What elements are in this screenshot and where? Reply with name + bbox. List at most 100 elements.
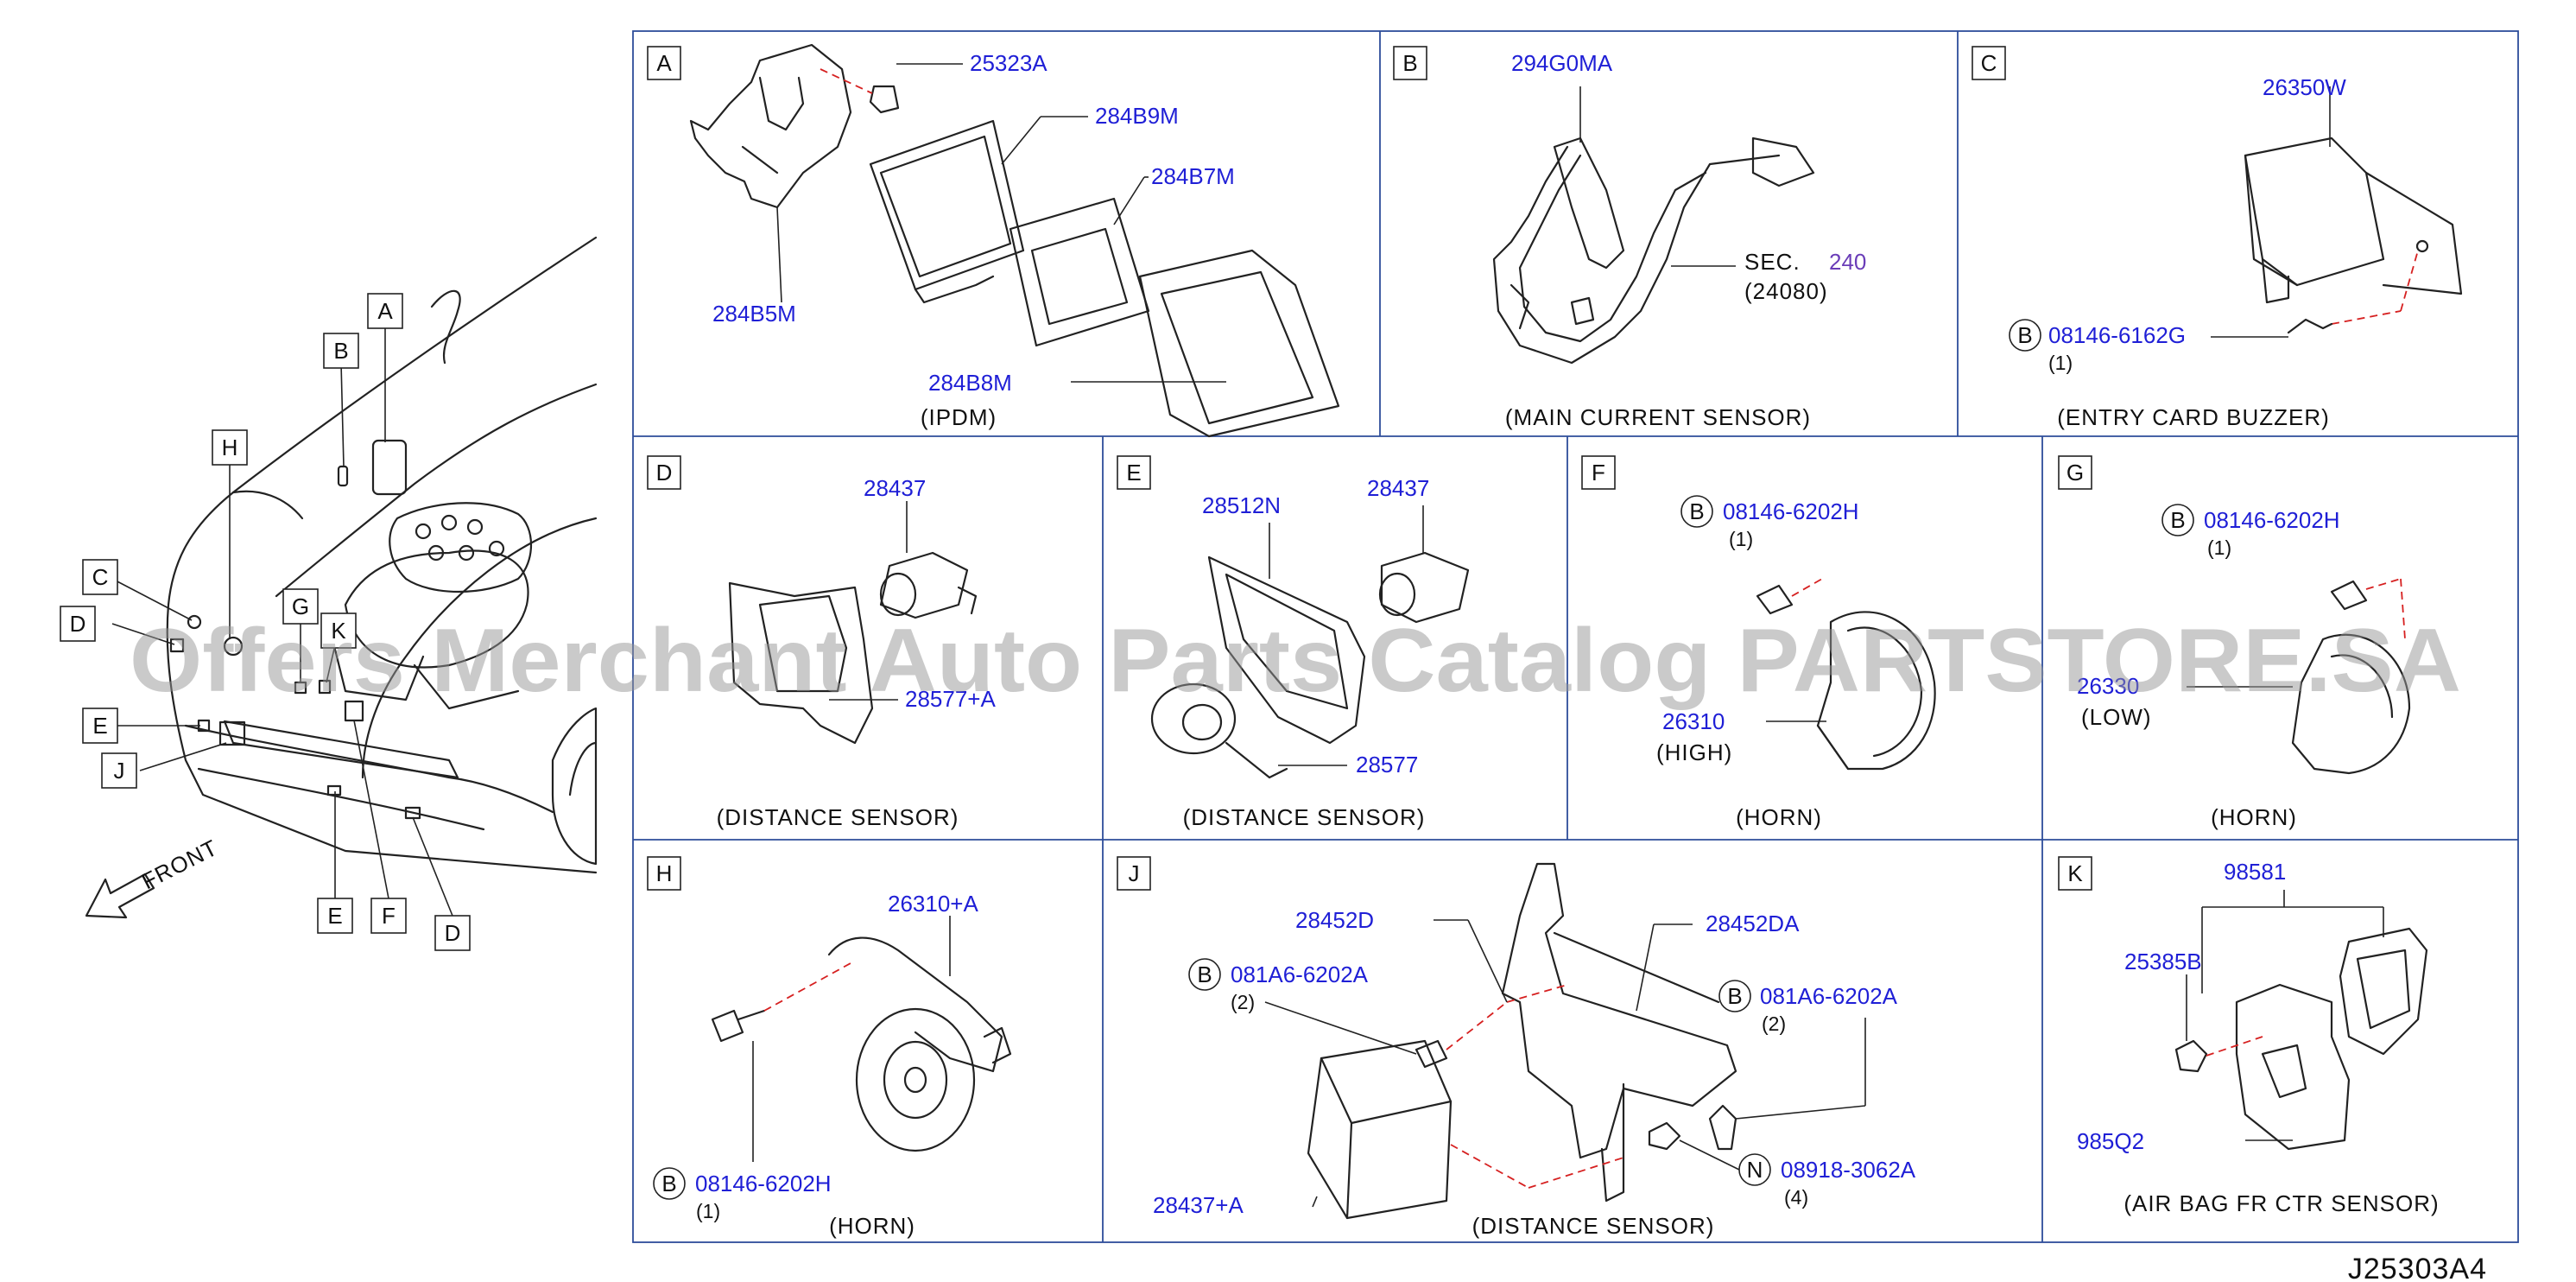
- svg-text:J: J: [114, 758, 125, 784]
- horn-drawing: [827, 936, 1012, 1152]
- panel-h-horn: H 26310+A B 08146-6202H (1) (HORN): [647, 856, 1012, 1239]
- svg-text:(IPDM): (IPDM): [921, 404, 997, 430]
- sensor-holder-drawing: [1207, 555, 1366, 745]
- panel-g-horn: G B 08146-6202H (1) 26330 (LOW) (HORN): [2058, 455, 2411, 830]
- overview-callout-e-bottom: E: [317, 898, 353, 934]
- svg-text:(1): (1): [696, 1200, 720, 1222]
- overview-callout-d-upper: D: [60, 606, 96, 642]
- car-outline: [166, 236, 598, 874]
- diagram-code: J25303A4: [2348, 1253, 2487, 1282]
- svg-text:(4): (4): [1784, 1186, 1808, 1209]
- svg-text:(HORN): (HORN): [2211, 804, 2297, 830]
- radar-sensor-drawing: [1307, 1039, 1453, 1220]
- svg-text:081A6-6202A: 081A6-6202A: [1231, 962, 1369, 987]
- svg-text:(ENTRY CARD BUZZER): (ENTRY CARD BUZZER): [2057, 404, 2330, 430]
- svg-text:08146-6202H: 08146-6202H: [1723, 498, 1859, 524]
- svg-text:B: B: [2170, 507, 2185, 533]
- svg-text:(HORN): (HORN): [1736, 804, 1822, 830]
- bolt-drawing: [711, 1009, 766, 1043]
- vehicle-overview: A B H C D G K E J E F D: [60, 236, 598, 951]
- svg-text:26330: 26330: [2077, 673, 2139, 699]
- bolt-drawing: [2330, 580, 2368, 611]
- svg-text:08146-6202H: 08146-6202H: [695, 1171, 832, 1196]
- panel-key: E: [1126, 460, 1141, 486]
- panel-key: F: [1592, 460, 1605, 486]
- panel-key: A: [656, 50, 672, 76]
- panel-f-horn: F B 08146-6202H (1) 26310 (HIGH) (HORN): [1581, 455, 1936, 830]
- sensor-bracket-drawing: [728, 581, 874, 745]
- svg-text:B: B: [1197, 962, 1212, 987]
- svg-text:(HORN): (HORN): [829, 1213, 915, 1239]
- svg-text:K: K: [331, 618, 346, 644]
- svg-text:26310+A: 26310+A: [888, 891, 978, 917]
- parking-sensor-drawing: [879, 551, 978, 619]
- svg-text:B: B: [1727, 983, 1742, 1009]
- panel-d-distance-sensor: D 28437 28577+A (DISTANCE SENSOR): [647, 455, 996, 830]
- svg-text:D: D: [445, 920, 461, 946]
- svg-text:26310: 26310: [1662, 708, 1725, 734]
- panel-e-distance-sensor: E 28512N 28437 28577 (DISTANCE SENSOR): [1117, 455, 1470, 830]
- svg-text:284B7M: 284B7M: [1151, 163, 1235, 189]
- svg-text:28452DA: 28452DA: [1706, 911, 1800, 936]
- bolt-drawing: [1756, 584, 1794, 615]
- panel-key: G: [2066, 460, 2084, 486]
- svg-text:284B8M: 284B8M: [928, 370, 1012, 396]
- svg-text:C: C: [92, 564, 109, 590]
- svg-text:E: E: [92, 713, 107, 739]
- svg-text:28437: 28437: [1367, 475, 1429, 501]
- svg-text:28512N: 28512N: [1202, 492, 1281, 518]
- svg-text:(DISTANCE SENSOR): (DISTANCE SENSOR): [1472, 1213, 1715, 1239]
- svg-text:(1): (1): [1729, 528, 1753, 550]
- horn-drawing: [2291, 633, 2411, 775]
- svg-text:A: A: [377, 298, 393, 324]
- svg-text:E: E: [327, 903, 342, 929]
- watermark: Offers Merchant Auto Parts Catalog PARTS…: [130, 611, 2461, 711]
- overview-callout-c: C: [82, 559, 118, 595]
- panel-key: C: [1981, 50, 1997, 76]
- overview-callout-g: G: [282, 588, 319, 625]
- svg-text:B: B: [661, 1171, 676, 1196]
- ipdm-cover-drawing: [1009, 197, 1150, 347]
- svg-text:(2): (2): [1231, 991, 1255, 1013]
- svg-text:N: N: [1747, 1157, 1763, 1183]
- svg-text:28452D: 28452D: [1295, 907, 1374, 933]
- panel-key: K: [2067, 860, 2083, 886]
- bracket-drawing: [1501, 862, 1737, 1203]
- overview-callout-k: K: [320, 612, 357, 649]
- overview-callout-j: J: [101, 752, 137, 789]
- svg-text:B: B: [1689, 498, 1704, 524]
- panel-b-main-current-sensor: B 294G0MA SEC. 240 (24080) (MAIN CURRENT…: [1393, 46, 1866, 430]
- panel-key: H: [656, 860, 673, 886]
- svg-text:25323A: 25323A: [970, 50, 1047, 76]
- nut-drawing: [1648, 1121, 1681, 1151]
- svg-text:08146-6162G: 08146-6162G: [2048, 322, 2186, 348]
- overview-callout-b: B: [323, 333, 359, 369]
- ipdm-housing-drawing: [1138, 249, 1340, 438]
- svg-text:G: G: [292, 593, 309, 619]
- svg-text:28437+A: 28437+A: [1153, 1192, 1244, 1218]
- ring-drawing: [1150, 682, 1288, 779]
- buzzer-drawing: [2244, 136, 2463, 304]
- svg-text:28577: 28577: [1356, 752, 1418, 777]
- panel-k-air-bag-sensor: K 98581 25385B 985Q2 (AIR BAG FR CTR SEN…: [2058, 856, 2439, 1216]
- svg-text:28437: 28437: [864, 475, 926, 501]
- svg-text:(DISTANCE SENSOR): (DISTANCE SENSOR): [1183, 804, 1426, 830]
- bolt-drawing: [869, 85, 900, 114]
- svg-text:(24080): (24080): [1744, 278, 1828, 304]
- svg-text:SEC.: SEC.: [1744, 249, 1801, 275]
- ipdm-module-drawing: [869, 119, 1025, 304]
- overview-callout-d-lower: D: [434, 915, 471, 951]
- svg-text:(1): (1): [2048, 352, 2073, 374]
- svg-text:(AIR BAG FR CTR SENSOR: (AIR BAG FR CTR SENSOR): [2123, 1190, 2439, 1216]
- svg-text:D: D: [70, 611, 86, 637]
- svg-text:294G0MA: 294G0MA: [1511, 50, 1613, 76]
- svg-text:B: B: [333, 338, 348, 364]
- front-arrow-icon: [85, 873, 155, 919]
- sensor-cable-drawing: [1492, 136, 1815, 365]
- svg-text:240: 240: [1829, 249, 1866, 275]
- svg-text:08918-3062A: 08918-3062A: [1781, 1157, 1916, 1183]
- svg-text:(MAIN CURRENT SENSOR): (MAIN CURRENT SENSOR): [1505, 404, 1811, 430]
- svg-text:(LOW): (LOW): [2081, 704, 2152, 730]
- svg-text:25385B: 25385B: [2124, 949, 2202, 974]
